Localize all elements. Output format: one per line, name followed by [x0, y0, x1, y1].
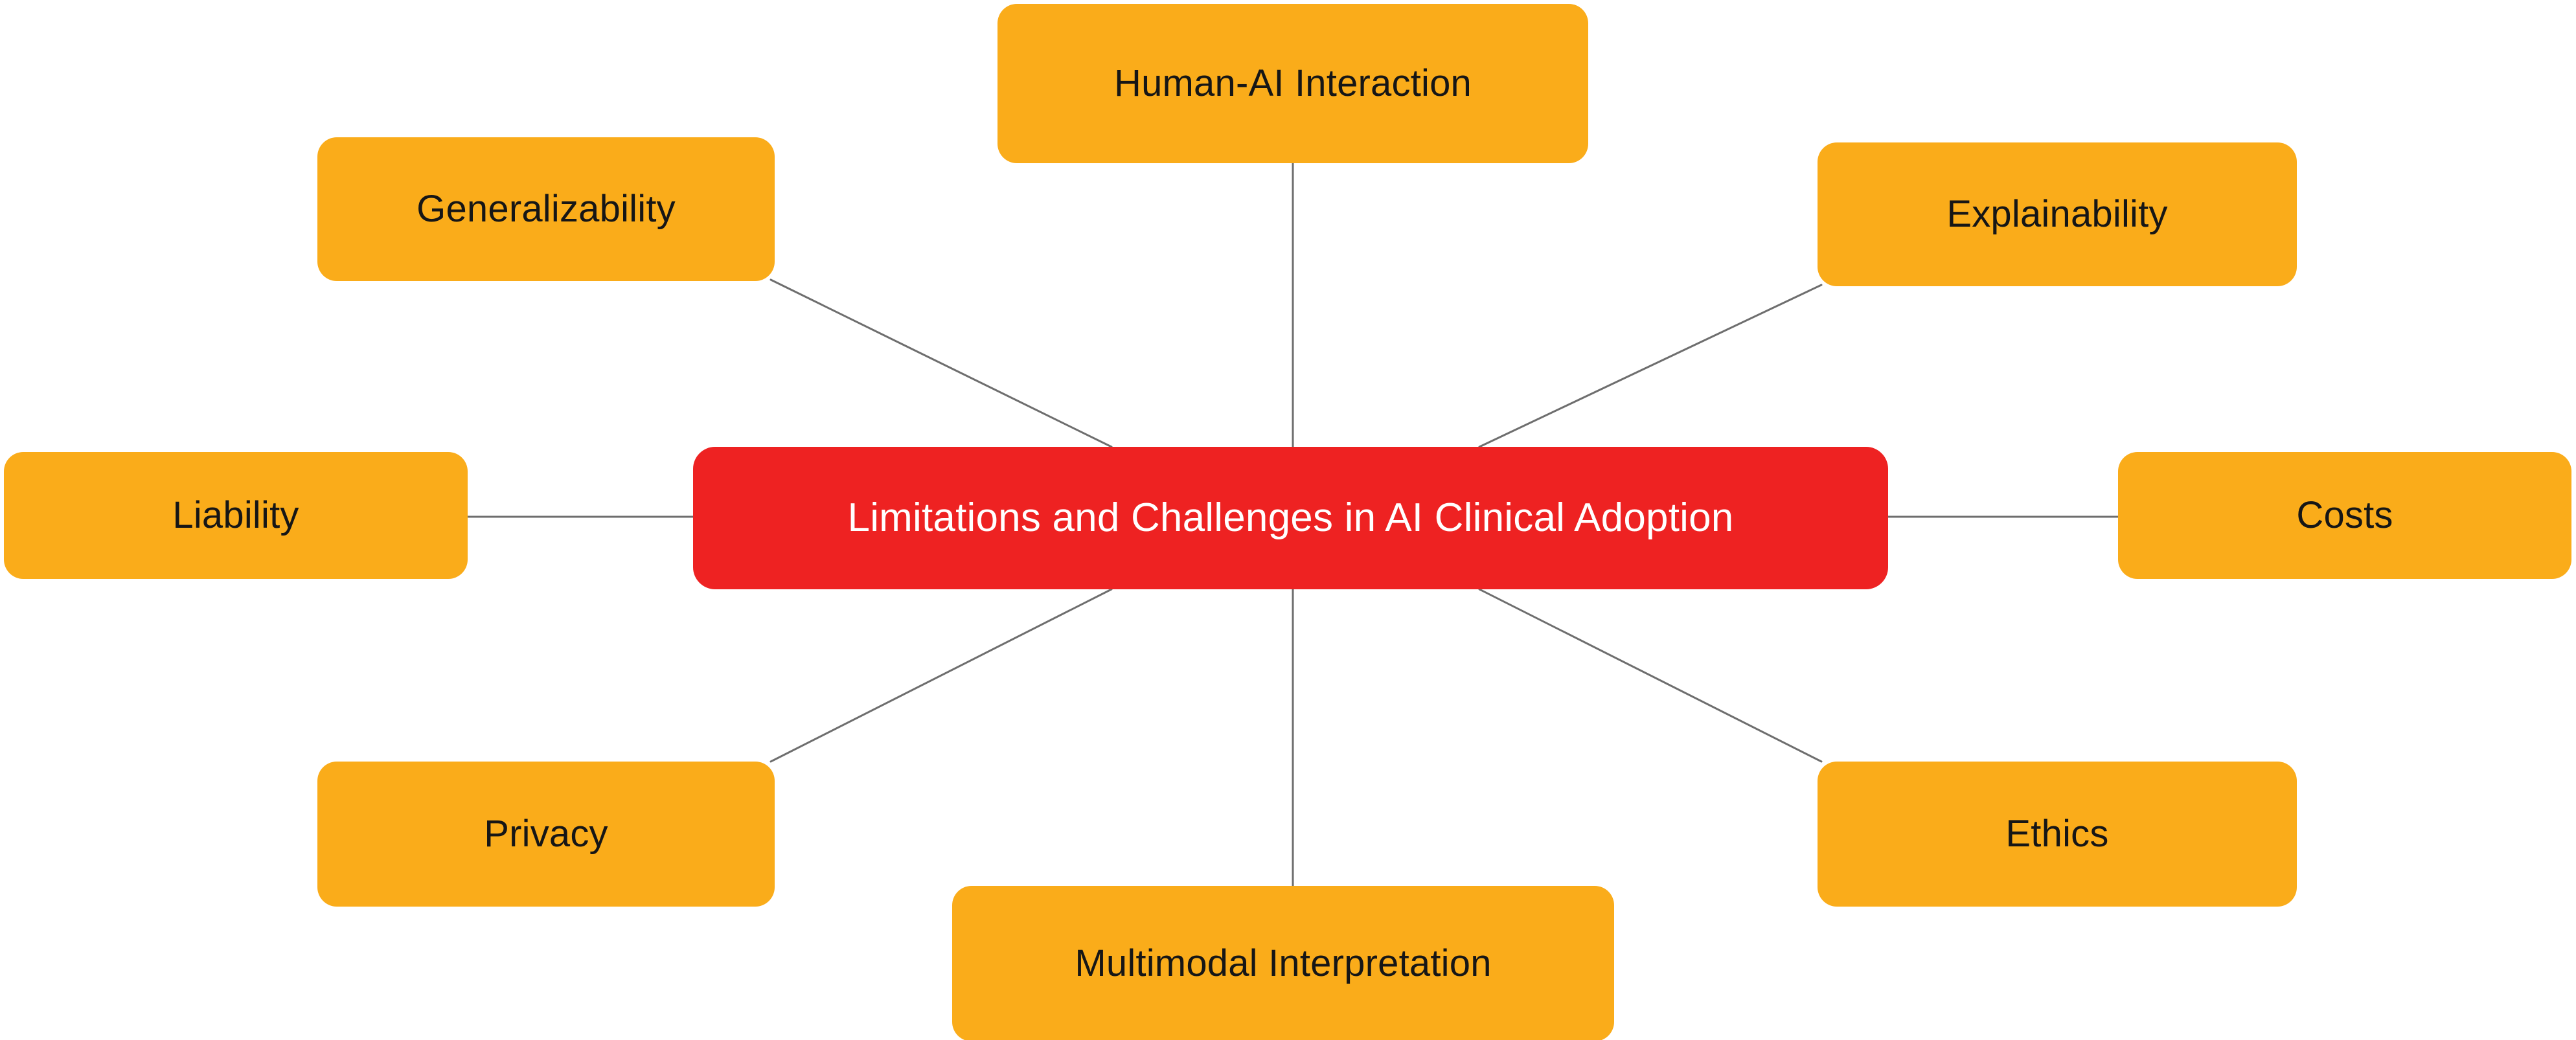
branch-node-generalizability[interactable]: Generalizability — [317, 137, 775, 281]
branch-label-liability: Liability — [172, 493, 299, 536]
edge-root-explainability — [1478, 284, 1823, 448]
root-node-label: Limitations and Challenges in AI Clinica… — [847, 495, 1734, 541]
branch-node-ethics[interactable]: Ethics — [1818, 762, 2297, 907]
branch-node-multimodal[interactable]: Multimodal Interpretation — [952, 886, 1614, 1040]
branch-label-explainability: Explainability — [1946, 192, 2168, 235]
branch-label-privacy: Privacy — [484, 812, 608, 855]
branch-node-costs[interactable]: Costs — [2118, 452, 2571, 579]
edge-root-privacy — [769, 588, 1113, 763]
branch-node-liability[interactable]: Liability — [4, 452, 468, 579]
branch-node-explainability[interactable]: Explainability — [1818, 142, 2297, 286]
branch-node-human-ai[interactable]: Human-AI Interaction — [997, 4, 1588, 163]
branch-label-human-ai: Human-AI Interaction — [1113, 62, 1472, 104]
branch-label-generalizability: Generalizability — [416, 187, 676, 230]
branch-label-costs: Costs — [2296, 493, 2393, 536]
edge-root-generalizability — [769, 278, 1113, 448]
branch-label-ethics: Ethics — [2005, 812, 2109, 855]
branch-label-multimodal: Multimodal Interpretation — [1075, 942, 1492, 984]
edge-root-ethics — [1478, 588, 1823, 763]
root-node[interactable]: Limitations and Challenges in AI Clinica… — [693, 447, 1888, 589]
branch-node-privacy[interactable]: Privacy — [317, 762, 775, 907]
